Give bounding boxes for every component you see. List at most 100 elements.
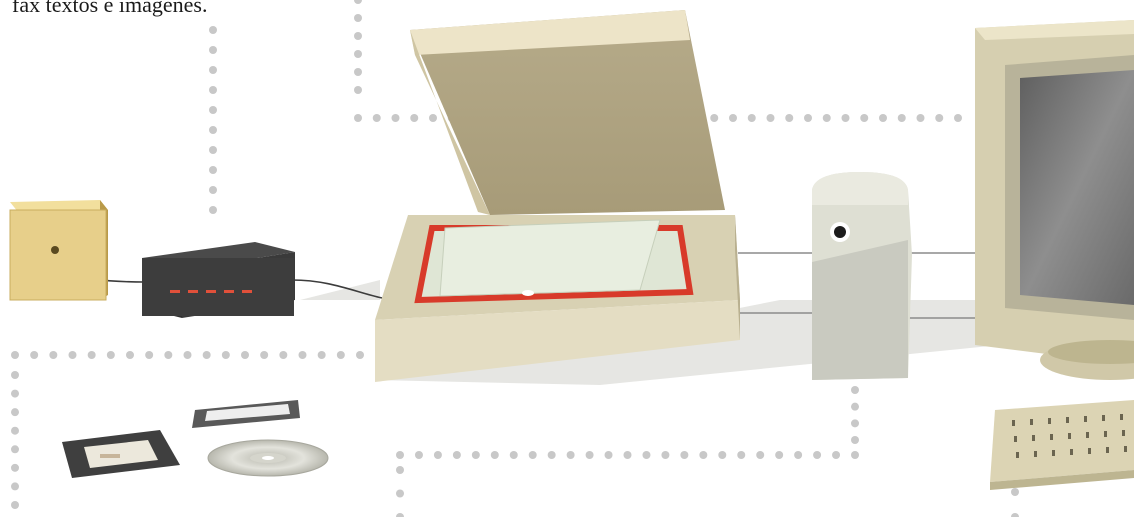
keyboard-key: [1050, 434, 1053, 440]
guide-dot: [642, 451, 651, 459]
slide-holder-small: [192, 400, 300, 428]
keyboard-key: [1122, 430, 1125, 436]
computer-monitor: [975, 20, 1134, 380]
guide-dot: [354, 68, 362, 76]
guide-dot: [87, 351, 96, 359]
guide-dot: [897, 114, 906, 122]
guide-dot: [841, 114, 850, 122]
guide-dot: [49, 351, 58, 359]
guide-dot: [699, 451, 708, 459]
guide-dot: [851, 436, 859, 444]
guide-dot: [354, 0, 362, 4]
guide-dot: [566, 451, 575, 459]
guide-dot: [954, 114, 962, 122]
guide-dot: [209, 46, 217, 54]
guide-dot: [209, 146, 217, 154]
guide-dot: [429, 114, 437, 122]
guide-dot: [221, 351, 230, 359]
flatbed-scanner: [375, 10, 740, 382]
guide-dot: [209, 26, 217, 34]
guide-dot: [851, 419, 859, 428]
guide-dot: [680, 451, 689, 459]
guide-dot: [528, 451, 537, 459]
guide-dot: [916, 114, 925, 122]
scsi-drive: [812, 172, 912, 380]
keyboard-key: [1066, 417, 1069, 423]
keyboard-key: [1102, 415, 1105, 421]
guide-dot: [106, 351, 115, 359]
keyboard-key: [1120, 414, 1123, 420]
guide-dot: [832, 451, 841, 459]
keyboard-key: [1034, 451, 1037, 457]
guide-dot: [336, 351, 345, 359]
wall-phone-jack: [9, 200, 108, 301]
guide-dot: [11, 351, 19, 359]
guide-dot: [209, 206, 217, 214]
slide-holder-large: [62, 430, 180, 478]
guide-dot: [209, 106, 217, 114]
keyboard-key: [1068, 433, 1071, 439]
guide-dot: [509, 451, 518, 459]
guide-dot: [260, 351, 269, 359]
guide-dot: [11, 371, 19, 379]
keyboard-key: [1032, 435, 1035, 441]
cd-disc: [207, 439, 329, 477]
guide-dot: [623, 451, 632, 459]
guide-dot: [794, 451, 803, 459]
guide-dot: [737, 451, 746, 459]
dotted-guides: [11, 0, 1019, 517]
guide-dot: [11, 463, 19, 472]
guide-dot: [11, 408, 19, 417]
guide-dot: [145, 351, 154, 359]
guide-dot: [354, 86, 362, 94]
guide-dot: [396, 489, 404, 498]
guide-dot: [209, 166, 217, 174]
keyboard-key: [1048, 418, 1051, 424]
guide-dot: [785, 114, 794, 122]
guide-dot: [372, 114, 381, 122]
caption-text: fax textos e imágenes.: [12, 0, 208, 17]
guide-dot: [241, 351, 249, 359]
guide-dot: [356, 351, 364, 359]
guide-dot: [354, 32, 362, 40]
guide-dot: [11, 426, 19, 435]
guide-dot: [935, 114, 944, 122]
keyboard-key: [1070, 449, 1073, 455]
guide-dot: [68, 351, 77, 359]
guide-dot: [279, 351, 288, 359]
guide-dot: [710, 114, 719, 122]
guide-dot: [11, 501, 19, 509]
guide-dot: [718, 451, 727, 459]
guide-dot: [11, 445, 19, 454]
keyboard-key: [1088, 448, 1091, 454]
guide-dot: [414, 451, 423, 459]
guide-dot: [775, 451, 784, 459]
guide-dot: [471, 451, 480, 459]
keyboard-key: [1124, 446, 1127, 452]
modem: [142, 242, 295, 318]
keyboard-key: [1052, 450, 1055, 456]
guide-dot: [209, 126, 217, 134]
guide-dot: [813, 451, 822, 459]
guide-dot: [396, 451, 404, 459]
guide-dot: [391, 114, 400, 122]
keyboard-key: [1084, 416, 1087, 422]
keyboard-key: [1012, 420, 1015, 426]
keyboard-key: [1014, 436, 1017, 442]
guide-dot: [585, 451, 594, 459]
guide-dot: [766, 114, 775, 122]
guide-dot: [202, 351, 211, 359]
guide-dot: [729, 114, 737, 122]
guide-dot: [1011, 488, 1019, 496]
keyboard-key: [1106, 447, 1109, 453]
guide-dot: [851, 402, 859, 411]
guide-dot: [209, 86, 217, 94]
guide-dot: [317, 351, 326, 359]
guide-dot: [396, 513, 404, 517]
guide-dot: [1011, 513, 1019, 517]
guide-dot: [183, 351, 192, 359]
guide-dot: [30, 351, 39, 359]
guide-dot: [879, 114, 887, 122]
guide-dot: [11, 482, 19, 491]
